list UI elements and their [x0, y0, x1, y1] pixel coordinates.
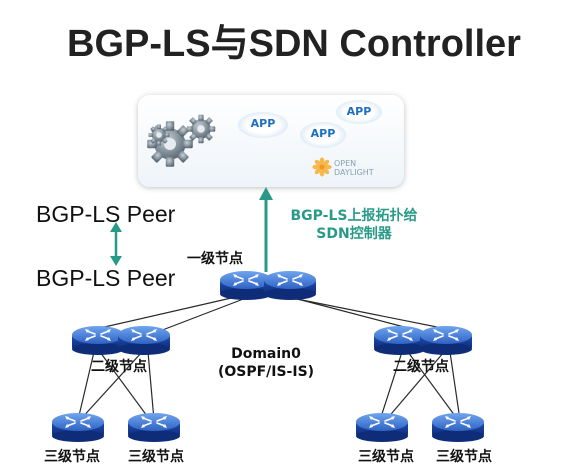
peer-double-arrow [110, 222, 122, 266]
app-cloud-3: APP [336, 100, 382, 124]
page-title: BGP-LS与SDN Controller [67, 23, 521, 65]
peer-label-top: BGP-LS Peer [36, 201, 176, 227]
report-line-2: SDN控制器 [316, 226, 392, 242]
app-cloud-2: APP [300, 122, 346, 148]
router-icon-l1-b [264, 270, 316, 300]
domain-label: Domain0 (OSPF/IS-IS) [206, 345, 326, 381]
opendaylight-logo-icon [312, 157, 332, 177]
label-level3-2: 三级节点 [128, 449, 184, 465]
brand-line-1: OPEN [334, 159, 357, 168]
report-line-1: BGP-LS上报拓扑给 [290, 208, 418, 224]
label-level3-4: 三级节点 [436, 449, 492, 465]
peer-label-bottom: BGP-LS Peer [36, 265, 176, 291]
router-icon-l3-3 [356, 412, 408, 442]
router-icon-l3-4 [432, 412, 484, 442]
router-icon-l3-1 [52, 412, 104, 442]
report-arrow [259, 187, 273, 272]
label-level3-3: 三级节点 [358, 449, 414, 465]
opendaylight-brand: OPEN DAYLIGHT [334, 159, 374, 177]
router-icon-l2-left-b [118, 325, 170, 355]
router-icon-l2-left-a [72, 325, 124, 355]
label-level2-right: 二级节点 [393, 359, 449, 375]
app-cloud-1: APP [238, 112, 288, 138]
router-icon-l2-right-b [420, 325, 472, 355]
brand-line-2: DAYLIGHT [334, 168, 374, 177]
domain-name: Domain0 [231, 346, 301, 362]
domain-protocol: (OSPF/IS-IS) [217, 364, 315, 380]
router-icon-l2-right-a [374, 325, 426, 355]
label-level2-left: 二级节点 [91, 359, 147, 375]
label-level1: 一级节点 [187, 251, 243, 267]
report-text: BGP-LS上报拓扑给 SDN控制器 [276, 207, 432, 243]
gear-icon-tiny [148, 124, 170, 146]
topology-links [77, 295, 461, 421]
label-level3-1: 三级节点 [44, 449, 100, 465]
gear-icon-small [186, 114, 216, 144]
router-icon-l3-2 [128, 412, 180, 442]
